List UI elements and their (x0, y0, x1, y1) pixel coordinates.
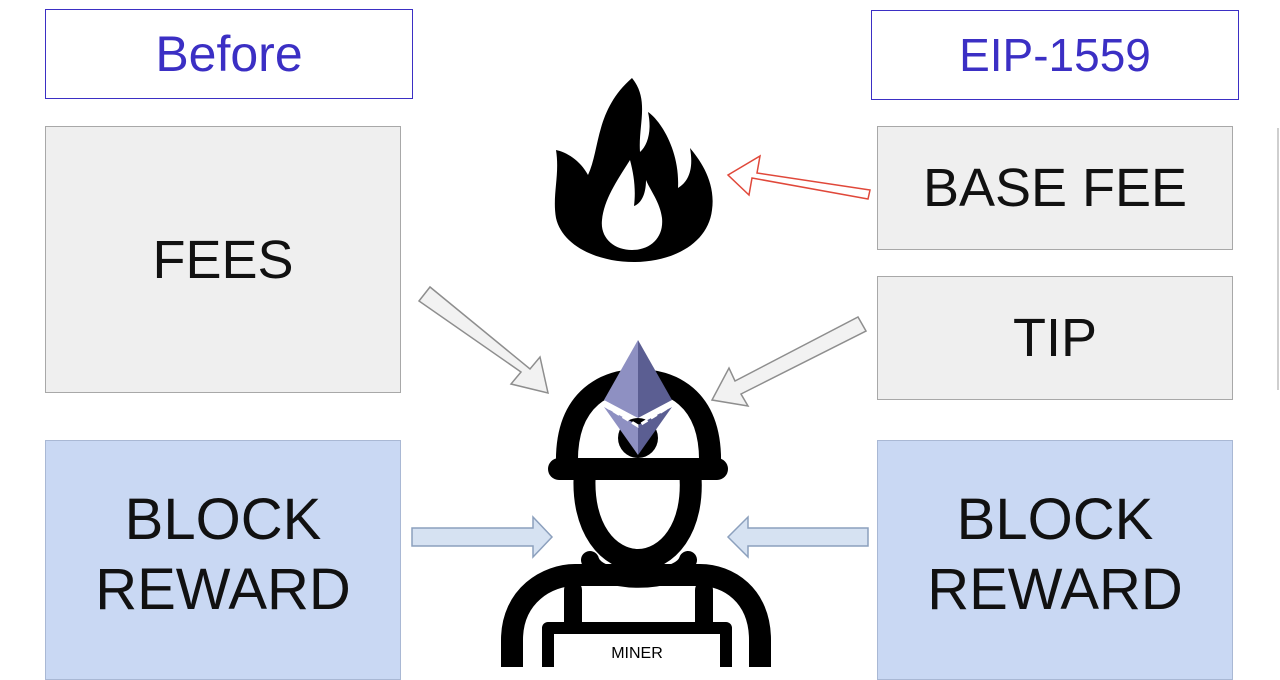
block-reward-left-line2: REWARD (95, 557, 351, 622)
block-reward-box-left: BLOCK REWARD (45, 440, 401, 680)
miner-label: MINER (611, 645, 663, 662)
eip-1559-header-label: EIP-1559 (959, 29, 1151, 81)
block-reward-left-line1: BLOCK (124, 487, 322, 552)
fire-icon (554, 78, 713, 262)
tip-box: TIP (877, 276, 1233, 400)
right-reward-to-miner-arrow (726, 515, 869, 559)
block-reward-box-right: BLOCK REWARD (877, 440, 1233, 680)
burn-arrow (726, 154, 871, 200)
tip-to-miner-arrow (710, 316, 868, 408)
tip-label: TIP (1012, 308, 1097, 368)
before-header-label: Before (155, 26, 303, 82)
offscreen-panel-edge (1277, 128, 1280, 390)
base-fee-label: BASE FEE (922, 158, 1188, 218)
left-reward-to-miner-arrow (411, 515, 554, 559)
fees-to-miner-arrow (417, 285, 549, 395)
before-header: Before (45, 9, 413, 99)
ethereum-icon (603, 340, 673, 455)
fees-box: FEES (45, 126, 401, 393)
fees-label: FEES (152, 229, 294, 290)
block-reward-right-line1: BLOCK (956, 487, 1154, 552)
block-reward-right-line2: REWARD (927, 557, 1183, 622)
eip-1559-header: EIP-1559 (871, 10, 1239, 100)
base-fee-box: BASE FEE (877, 126, 1233, 250)
